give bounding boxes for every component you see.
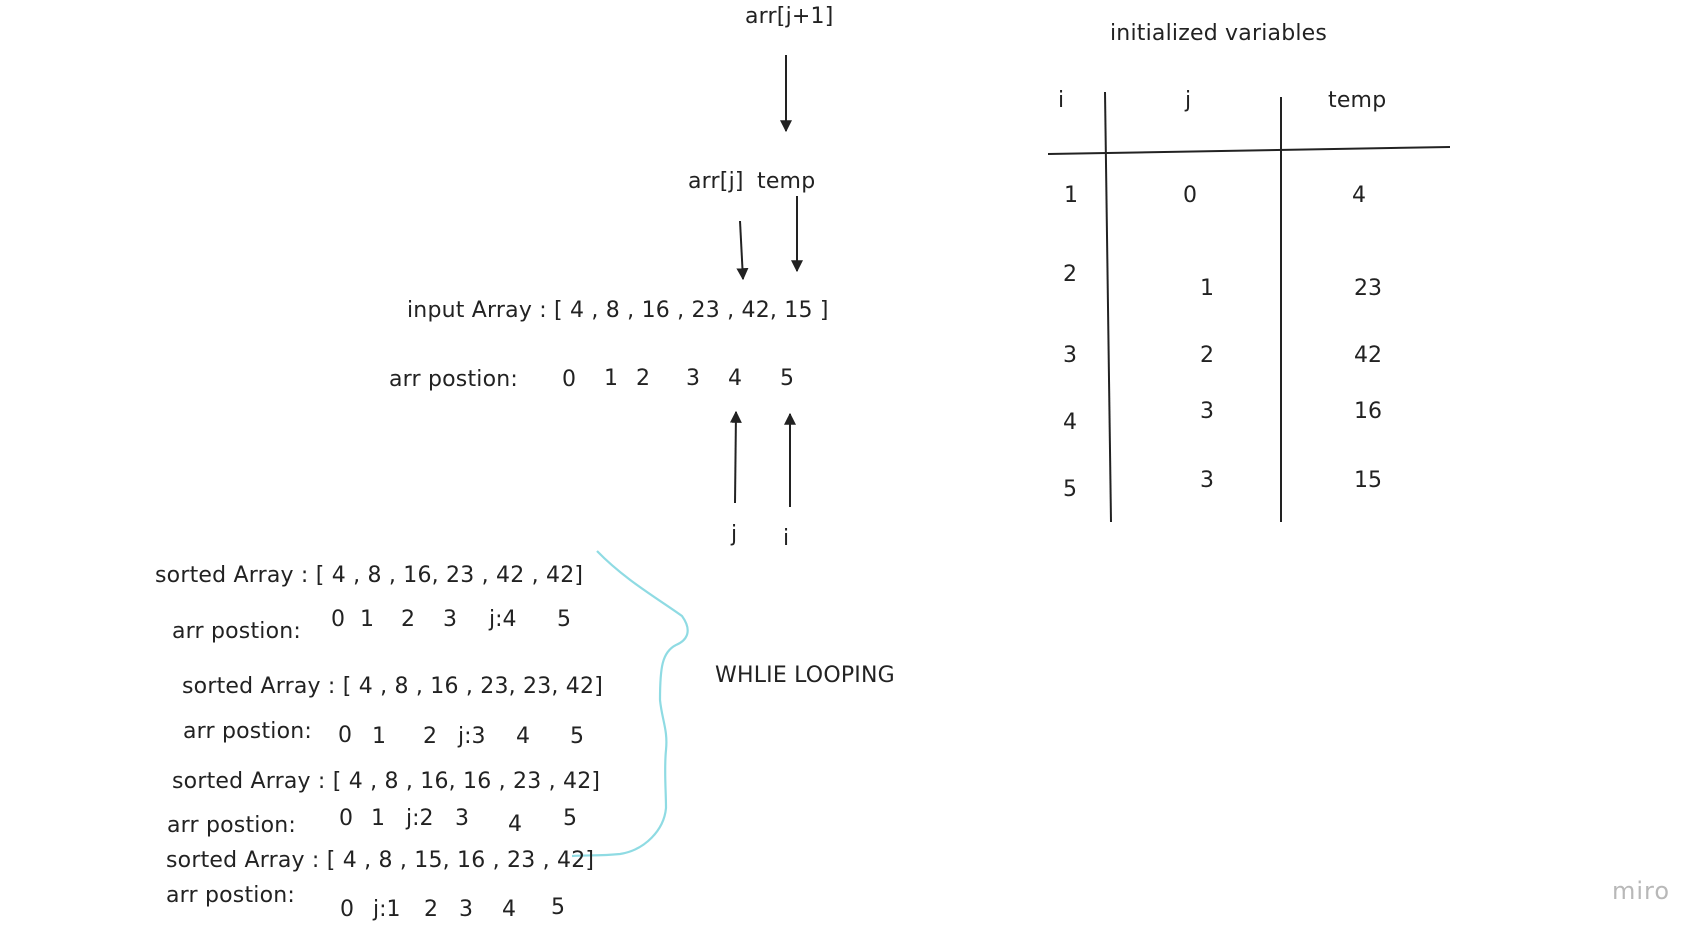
position-0: 0 <box>562 367 576 392</box>
sorted-array-text: sorted Array : [ 4 , 8 , 16, 23 , 42 , 4… <box>155 563 584 588</box>
position-value: 1 <box>371 806 385 831</box>
arr-position-label: arr postion: <box>389 367 519 392</box>
arr-position-label: arr postion: <box>166 883 296 908</box>
position-value: 3 <box>455 806 469 831</box>
table-header-i: i <box>1058 88 1065 113</box>
position-4: 4 <box>728 366 742 391</box>
table-cell-i: 2 <box>1063 262 1077 287</box>
arr-position-label: arr postion: <box>172 619 302 644</box>
position-value: 3 <box>459 897 473 922</box>
table-col-divider-1 <box>1104 91 1112 523</box>
position-value: 4 <box>508 812 522 837</box>
position-value: 3 <box>443 607 457 632</box>
table-cell-i: 1 <box>1064 183 1078 208</box>
position-value: 5 <box>563 806 577 831</box>
table-cell-temp: 23 <box>1354 276 1382 301</box>
arr-position-label: arr postion: <box>183 719 313 744</box>
position-value: 5 <box>551 895 565 920</box>
table-title: initialized variables <box>1110 21 1328 46</box>
table-cell-temp: 4 <box>1352 183 1366 208</box>
while-loop-brace <box>571 550 689 858</box>
position-3: 3 <box>686 366 700 391</box>
position-value: 4 <box>516 724 530 749</box>
arr-j-plus-1-label: arr[j+1] <box>745 4 834 29</box>
table-header-rule <box>1047 146 1451 155</box>
j-pointer-label: j <box>731 522 738 547</box>
table-cell-j: 3 <box>1200 468 1214 493</box>
position-value: 2 <box>423 724 437 749</box>
table-cell-j: 0 <box>1183 183 1197 208</box>
table-cell-temp: 15 <box>1354 468 1382 493</box>
table-cell-temp: 16 <box>1354 399 1382 424</box>
position-value: 0 <box>331 607 345 632</box>
temp-label: temp <box>757 169 816 194</box>
miro-watermark-logo: miro <box>1612 877 1671 905</box>
position-value: 2 <box>401 607 415 632</box>
while-looping-label: WHLIE LOOPING <box>715 663 895 688</box>
arr-position-label: arr postion: <box>167 813 297 838</box>
table-cell-i: 3 <box>1063 343 1077 368</box>
position-value: 0 <box>338 723 352 748</box>
table-cell-i: 4 <box>1063 410 1077 435</box>
table-cell-temp: 42 <box>1354 343 1382 368</box>
sorted-array-text: sorted Array : [ 4 , 8 , 16, 16 , 23 , 4… <box>172 769 601 794</box>
table-cell-i: 5 <box>1063 477 1077 502</box>
position-1: 1 <box>604 366 618 391</box>
position-value: 5 <box>570 724 584 749</box>
arrow-j-up <box>729 410 742 504</box>
sorted-array-text: sorted Array : [ 4 , 8 , 16 , 23, 23, 42… <box>182 674 603 699</box>
input-array-text: input Array : [ 4 , 8 , 16 , 23 , 42, 15… <box>407 298 829 323</box>
position-value: 0 <box>339 806 353 831</box>
position-2: 2 <box>636 366 650 391</box>
i-pointer-label: i <box>783 526 790 551</box>
position-value: j:4 <box>489 607 517 632</box>
table-header-temp: temp <box>1328 88 1387 113</box>
position-value: j:1 <box>373 897 401 922</box>
arrow-arr-j-down <box>736 220 749 281</box>
position-value: 4 <box>502 897 516 922</box>
position-value: j:2 <box>406 806 434 831</box>
position-5: 5 <box>780 366 794 391</box>
position-value: 5 <box>557 607 571 632</box>
sorted-array-text: sorted Array : [ 4 , 8 , 15, 16 , 23 , 4… <box>166 848 595 873</box>
table-cell-j: 2 <box>1200 343 1214 368</box>
position-value: 2 <box>424 897 438 922</box>
position-value: 0 <box>340 897 354 922</box>
table-cell-j: 3 <box>1200 399 1214 424</box>
position-value: 1 <box>372 724 386 749</box>
arr-j-label: arr[j] <box>688 169 744 194</box>
position-value: j:3 <box>458 724 486 749</box>
table-header-j: j <box>1185 88 1192 113</box>
position-value: 1 <box>360 607 374 632</box>
table-cell-j: 1 <box>1200 276 1214 301</box>
